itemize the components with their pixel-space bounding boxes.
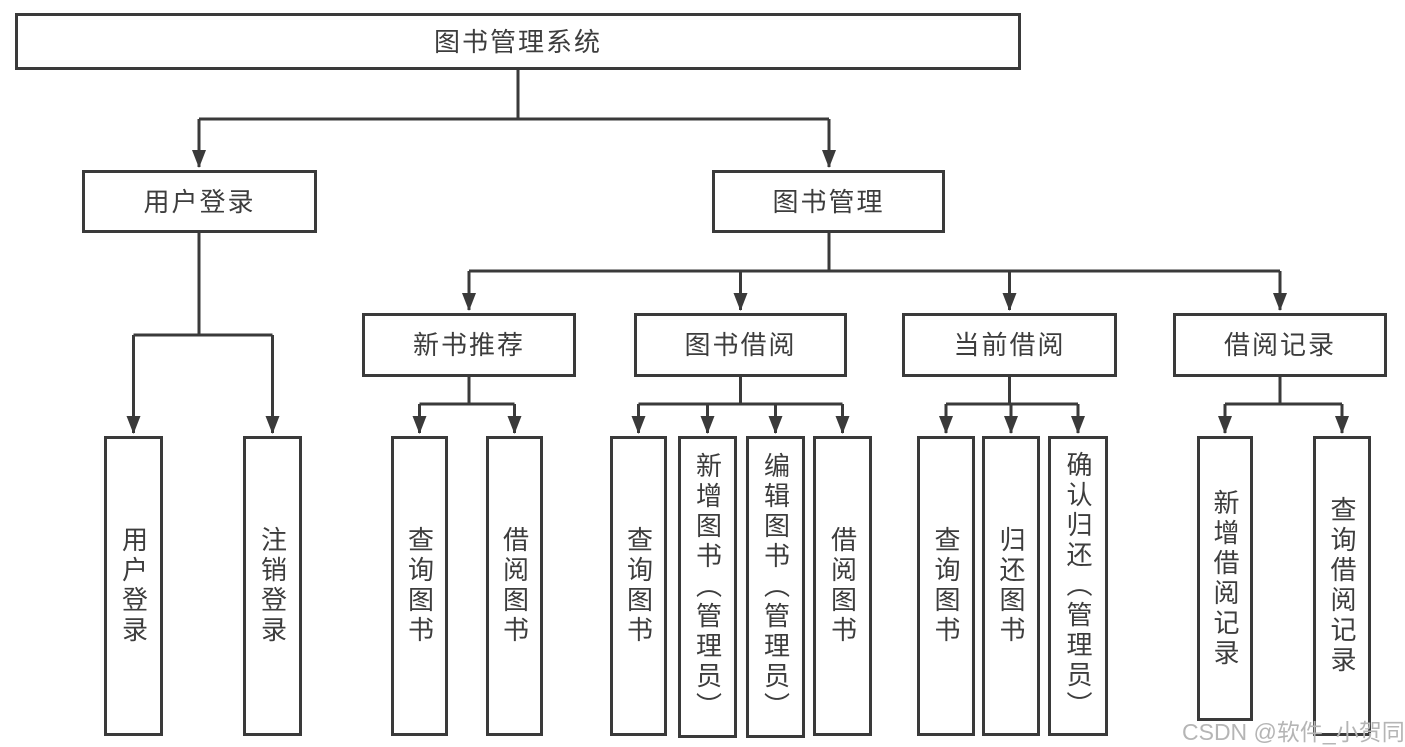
connector-current-borrow xyxy=(939,377,1085,434)
node-book-borrow: 图书借阅 xyxy=(634,313,847,377)
node-user-login: 用户登录 xyxy=(82,170,317,233)
node-new-book-recommend: 新书推荐 xyxy=(362,313,576,377)
connector-line xyxy=(469,233,1280,273)
node-current-borrow: 当前借阅 xyxy=(902,313,1117,377)
connector-borrow-records xyxy=(1218,377,1349,434)
leaf-borrow-add-books-admin: 新增图书（管理员） xyxy=(678,436,737,738)
connector-line xyxy=(638,377,843,406)
leaf-user-login: 用户登录 xyxy=(104,436,163,736)
leaf-current-query-books: 查询图书 xyxy=(917,436,975,736)
leaf-recommend-borrow-books: 借阅图书 xyxy=(486,436,543,736)
connector-line xyxy=(199,70,829,121)
node-borrow-records: 借阅记录 xyxy=(1173,313,1387,377)
connector-line xyxy=(946,377,1078,406)
leaf-records-query-record: 查询借阅记录 xyxy=(1313,436,1371,736)
connector-line xyxy=(419,377,515,406)
node-library-management-system: 图书管理系统 xyxy=(15,13,1021,70)
leaf-borrow-query-books: 查询图书 xyxy=(610,436,667,736)
csdn-watermark: CSDN @软件_小贺同学 xyxy=(1182,719,1405,745)
leaf-recommend-query-books: 查询图书 xyxy=(391,436,448,736)
leaf-borrow-borrow-books: 借阅图书 xyxy=(813,436,872,736)
leaf-records-add-record: 新增借阅记录 xyxy=(1197,436,1253,721)
node-book-management: 图书管理 xyxy=(712,170,945,233)
connector-book-borrow xyxy=(631,377,850,434)
connector-root xyxy=(192,70,836,168)
leaf-current-return-books: 归还图书 xyxy=(982,436,1040,736)
leaf-current-confirm-return-admin: 确认归还（管理员） xyxy=(1048,436,1108,736)
connector-line xyxy=(133,233,273,337)
leaf-logout: 注销登录 xyxy=(243,436,302,736)
connector-user-login xyxy=(126,233,280,434)
connector-book-management xyxy=(462,233,1287,311)
connector-line xyxy=(1225,377,1342,406)
leaf-borrow-edit-books-admin: 编辑图书（管理员） xyxy=(746,436,805,738)
connector-new-book-recommend xyxy=(412,377,522,434)
